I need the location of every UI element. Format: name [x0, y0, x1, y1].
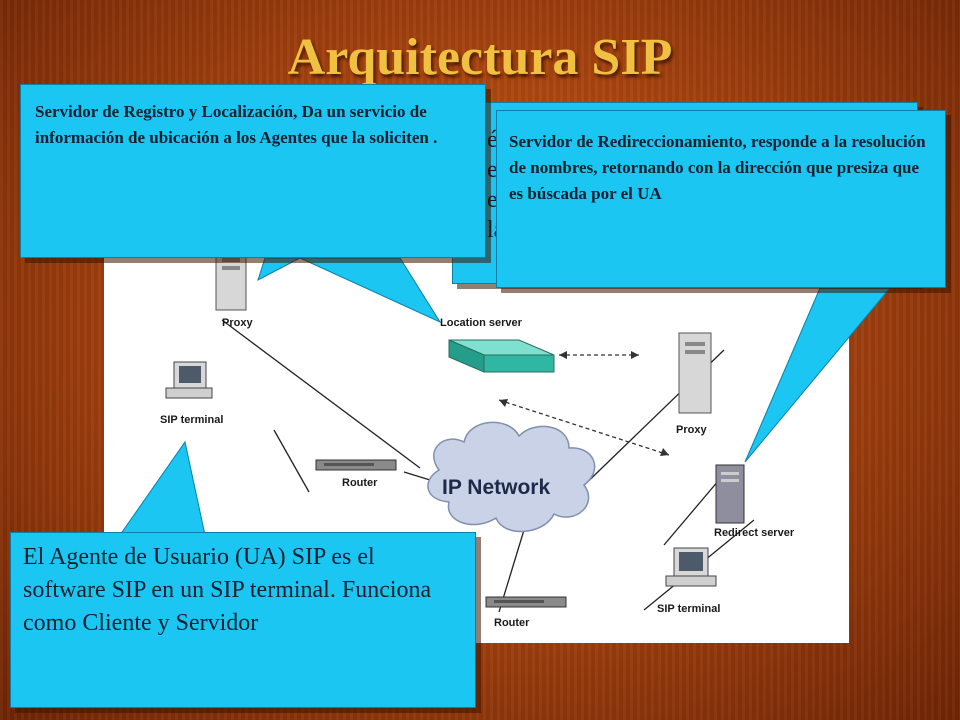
callout-agente-usuario: El Agente de Usuario (UA) SIP es el soft…	[10, 532, 476, 708]
peek-line-3: e	[487, 187, 498, 213]
router-left-icon	[315, 459, 397, 471]
label-router-right: Router	[494, 617, 530, 629]
label-ip-network: IP Network	[442, 476, 550, 499]
callout-agente-text: El Agente de Usuario (UA) SIP es el soft…	[23, 544, 432, 636]
location-server-icon	[448, 339, 555, 373]
dashed-arrows	[498, 354, 670, 456]
label-location-server: Location server	[440, 317, 523, 329]
arrow-heads	[499, 351, 669, 456]
callout-registro-text: Servidor de Registro y Localización, Da …	[35, 102, 438, 147]
router-right-icon	[485, 596, 567, 608]
label-sip-terminal-right: SIP terminal	[657, 603, 720, 615]
peek-line-1: é	[487, 127, 498, 153]
callout-redireccion-text: Servidor de Redireccionamiento, responde…	[509, 132, 926, 203]
proxy-left-server-icon	[215, 249, 247, 311]
slide-title: Arquitectura SIP	[287, 29, 673, 86]
proxy-right-server-icon	[678, 332, 712, 414]
label-sip-terminal-left: SIP terminal	[160, 414, 223, 426]
diagram-canvas: Proxy Location server SIP terminal Route…	[160, 249, 795, 629]
pointer-agente	[40, 440, 206, 536]
label-redirect-server: Redirect server	[714, 527, 795, 539]
callout-servidor-registro: Servidor de Registro y Localización, Da …	[20, 84, 486, 258]
pointer-registro-location	[299, 257, 442, 324]
label-router-left: Router	[342, 477, 378, 489]
sip-terminal-left-computer-icon	[165, 361, 213, 399]
sip-terminal-right-computer-icon	[665, 547, 717, 587]
pointer-registro-proxy	[257, 257, 301, 282]
label-proxy-left: Proxy	[222, 317, 253, 329]
ip-network-cloud-icon	[427, 421, 596, 533]
redirect-server-icon	[715, 464, 745, 524]
pointer-redireccion	[744, 287, 892, 463]
label-proxy-right: Proxy	[676, 424, 707, 436]
peek-line-2: e	[487, 157, 498, 183]
callout-servidor-redireccionamiento: Servidor de Redireccionamiento, responde…	[496, 110, 946, 288]
